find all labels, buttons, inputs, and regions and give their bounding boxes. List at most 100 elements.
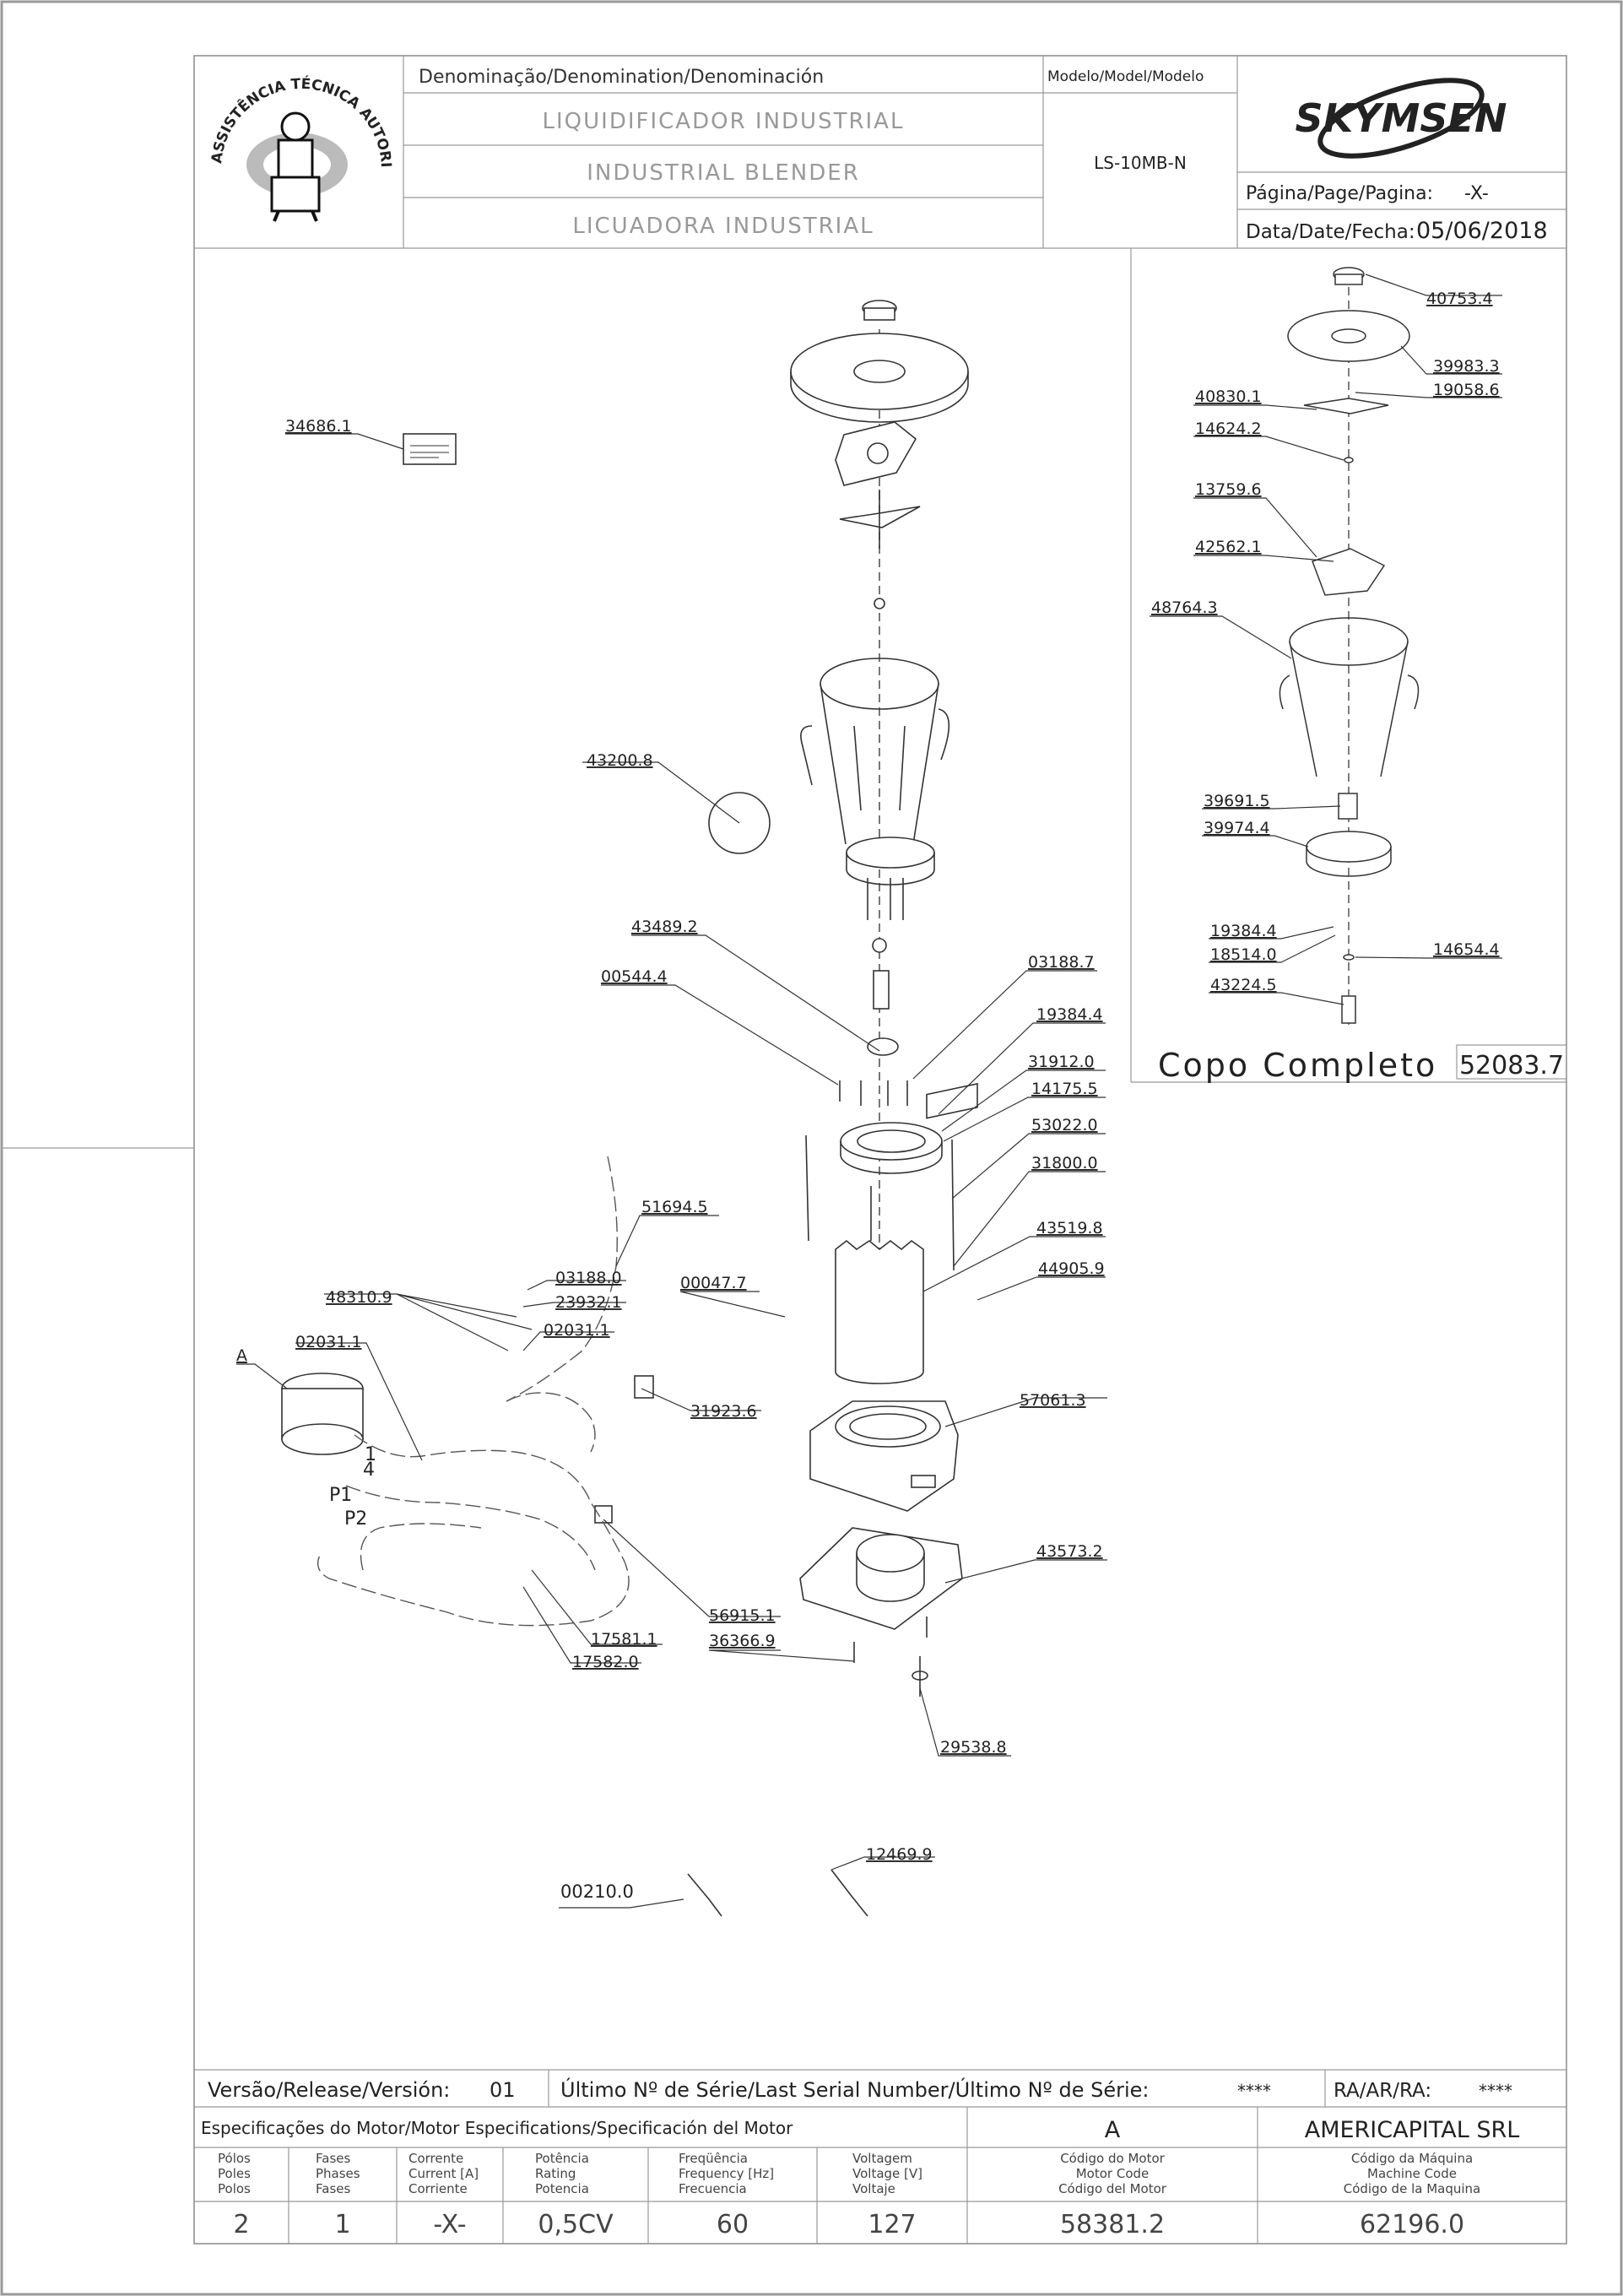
header-voltage-pt: Voltagem	[852, 2151, 912, 2166]
page-label: Página/Page/Pagina:	[1246, 183, 1433, 204]
inset-code: 52083.7	[1459, 1051, 1564, 1080]
part-label: 56915.1	[709, 1606, 776, 1625]
wire-label: 1	[365, 1444, 376, 1465]
header-current-en: Current [A]	[408, 2166, 479, 2181]
spec-values: 2 1 -X- 0,5CV 60 127 58381.2 62196.0	[233, 2210, 1464, 2239]
part-label: 23932.1	[555, 1293, 622, 1312]
part-label: 12469.9	[866, 1845, 933, 1864]
part-label: 17581.1	[591, 1630, 657, 1649]
footer-grid	[194, 2069, 1566, 2244]
part-label: 31912.0	[1028, 1053, 1095, 1071]
part-label: 34686.1	[285, 417, 352, 436]
denomination-header: Denominação/Denomination/Denominación	[419, 67, 824, 88]
part-label: 44905.9	[1038, 1259, 1105, 1278]
motor-spec-label: Especificações do Motor/Motor Especifica…	[201, 2118, 793, 2138]
part-label: 02031.1	[544, 1321, 610, 1340]
serial-value: ****	[1237, 2081, 1271, 2101]
value-machine-code: 62196.0	[1360, 2210, 1464, 2239]
drawing-border	[193, 55, 1567, 2245]
part-label: 00210.0	[560, 1882, 634, 1902]
inset-part-label: 18514.0	[1210, 945, 1277, 964]
header-current-es: Corriente	[408, 2181, 468, 2196]
motor-variant: A	[1105, 2117, 1121, 2143]
inset-part-label: 40830.1	[1195, 387, 1262, 406]
part-label: 43489.2	[631, 918, 698, 936]
header-machine-code-en: Machine Code	[1367, 2166, 1457, 2181]
inset-part-label: 39691.5	[1204, 792, 1270, 810]
version-label: Versão/Release/Versión:	[208, 2078, 450, 2102]
date-value: 05/06/2018	[1416, 218, 1548, 244]
part-label: 57061.3	[1020, 1391, 1086, 1410]
header-motor-code-es: Código del Motor	[1058, 2181, 1167, 2196]
part-label: 31923.6	[690, 1402, 757, 1421]
inset-part-label: 43224.5	[1210, 976, 1277, 994]
authorized-service-seal: ASSISTÊNCIA TÉCNICA AUTORIZADA	[0, 0, 394, 222]
header-frequency-pt: Freqüência	[679, 2151, 748, 2166]
inset-part-label: 19384.4	[1210, 922, 1277, 940]
part-label: 03188.0	[555, 1269, 622, 1287]
header-phases-es: Fases	[316, 2181, 350, 2196]
inset-part-label: 40753.4	[1426, 290, 1493, 308]
ra-label: RA/AR/RA:	[1334, 2080, 1431, 2102]
serial-label: Último Nº de Série/Last Serial Number/Úl…	[560, 2077, 1149, 2102]
header-rating-pt: Potência	[535, 2151, 589, 2166]
value-poles: 2	[233, 2210, 249, 2239]
header-voltage-en: Voltage [V]	[852, 2166, 922, 2181]
inset-part-labels: 40753.4 39983.3 19058.6 40830.1 14624.2 …	[1151, 290, 1500, 994]
part-label: 43573.2	[1036, 1542, 1103, 1561]
wire-label: 4	[363, 1459, 375, 1481]
value-phases: 1	[334, 2210, 350, 2239]
value-voltage: 127	[868, 2210, 916, 2239]
company-name: AMERICAPITAL SRL	[1305, 2117, 1520, 2143]
part-label: 19384.4	[1036, 1005, 1103, 1024]
inset-part-label: 39983.3	[1433, 357, 1500, 376]
value-motor-code: 58381.2	[1060, 2210, 1165, 2239]
value-frequency: 60	[717, 2210, 749, 2239]
inset-part-label: 14654.4	[1433, 940, 1500, 959]
part-label: 53022.0	[1031, 1116, 1098, 1134]
header-rating-es: Potencia	[535, 2181, 589, 2196]
part-label: A	[236, 1346, 247, 1365]
part-label: 51694.5	[641, 1198, 708, 1216]
inset-part-label: 13759.6	[1195, 480, 1262, 499]
brand-logo: SKYMSEN	[1296, 78, 1507, 159]
svg-text:ASSISTÊNCIA TÉCNICA AUTORIZADA: ASSISTÊNCIA TÉCNICA AUTORIZADA	[0, 0, 394, 168]
wire-label: P2	[344, 1508, 367, 1530]
version-value: 01	[490, 2078, 516, 2102]
header-poles-pt: Pólos	[218, 2151, 251, 2166]
header-current-pt: Corrente	[408, 2151, 463, 2166]
leader-lines	[236, 273, 1502, 1909]
value-rating: 0,5CV	[538, 2210, 614, 2239]
part-label: 43519.8	[1036, 1219, 1103, 1237]
part-label: 17582.0	[572, 1653, 639, 1671]
model-header: Modelo/Model/Modelo	[1047, 68, 1204, 85]
part-label: 02031.1	[295, 1333, 362, 1351]
name-es: LICUADORA INDUSTRIAL	[572, 214, 874, 239]
header-motor-code-pt: Código do Motor	[1060, 2151, 1165, 2166]
inset-part-label: 42562.1	[1195, 538, 1262, 556]
inset-part-label: 14624.2	[1195, 420, 1262, 438]
wiring-harness	[317, 1156, 630, 1627]
ra-value: ****	[1479, 2081, 1512, 2101]
inset-part-label: 39974.4	[1204, 819, 1270, 837]
name-en: INDUSTRIAL BLENDER	[587, 160, 860, 186]
part-label: 00047.7	[680, 1274, 747, 1292]
inset-frame	[1130, 248, 1567, 1083]
part-label: 36366.9	[709, 1632, 776, 1650]
inset-title: Copo Completo	[1158, 1047, 1437, 1084]
value-current: -X-	[433, 2210, 466, 2239]
part-label: 43200.8	[587, 751, 653, 770]
title-block	[194, 56, 1566, 249]
brand-name: SKYMSEN	[1296, 95, 1507, 141]
header-machine-code-pt: Código da Máquina	[1351, 2151, 1473, 2166]
header-rating-en: Rating	[535, 2166, 576, 2181]
header-phases-en: Phases	[316, 2166, 360, 2181]
header-poles-en: Poles	[218, 2166, 251, 2181]
header-frequency-es: Frecuencia	[679, 2181, 747, 2196]
seal-text: ASSISTÊNCIA TÉCNICA AUTORIZADA	[0, 0, 394, 168]
inset-part-label: 19058.6	[1433, 381, 1500, 399]
spec-headers: Pólos Poles Polos Fases Phases Fases Cor…	[218, 2151, 1480, 2196]
part-label: 03188.7	[1028, 953, 1095, 972]
header-voltage-es: Voltaje	[852, 2181, 895, 2196]
header-motor-code-en: Motor Code	[1076, 2166, 1150, 2181]
